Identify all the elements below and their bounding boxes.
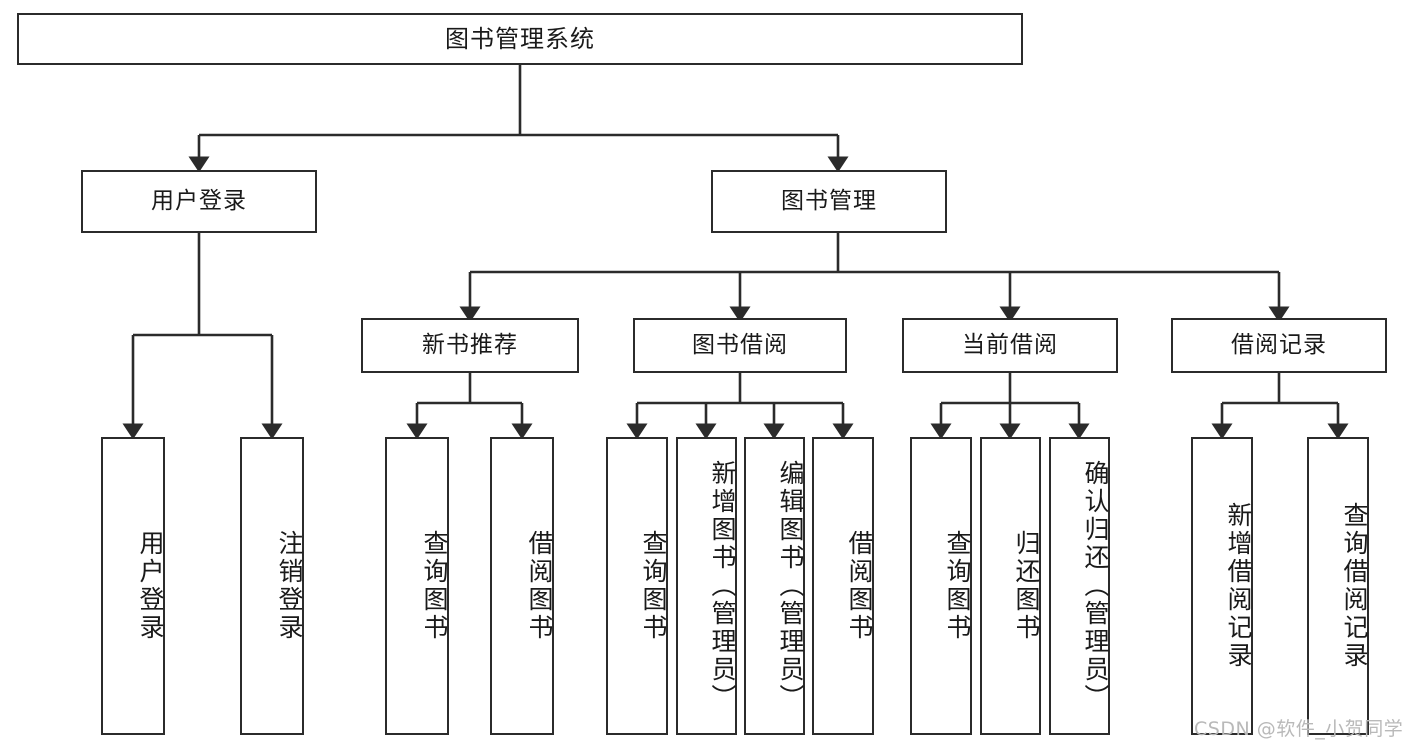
node-label: 编辑图书（管理员） xyxy=(776,460,805,712)
node-label: 查询图书 xyxy=(420,530,449,642)
node-current-borrow[interactable]: 当前借阅 xyxy=(902,318,1118,373)
node-new-book-recommend[interactable]: 新书推荐 xyxy=(361,318,579,373)
node-label: 当前借阅 xyxy=(962,331,1058,358)
node-borrow-record[interactable]: 借阅记录 xyxy=(1171,318,1387,373)
leaf-user-login[interactable]: 用户登录 xyxy=(101,437,165,735)
leaf-query-book-1[interactable]: 查询图书 xyxy=(385,437,449,735)
node-label: 借阅记录 xyxy=(1231,331,1327,358)
leaf-return-book[interactable]: 归还图书 xyxy=(980,437,1041,735)
leaf-user-logout[interactable]: 注销登录 xyxy=(240,437,304,735)
node-label: 用户登录 xyxy=(136,530,165,642)
node-label: 查询图书 xyxy=(639,530,668,642)
leaf-add-record[interactable]: 新增借阅记录 xyxy=(1191,437,1253,735)
node-label: 图书管理 xyxy=(781,187,877,214)
node-book-manage[interactable]: 图书管理 xyxy=(711,170,947,233)
node-user-login[interactable]: 用户登录 xyxy=(81,170,317,233)
node-label: 注销登录 xyxy=(275,530,304,642)
node-label: 查询图书 xyxy=(943,530,972,642)
node-label: 新增图书（管理员） xyxy=(708,460,737,712)
node-label: 查询借阅记录 xyxy=(1340,502,1369,670)
node-root-book-management-system[interactable]: 图书管理系统 xyxy=(17,13,1023,65)
node-label: 借阅图书 xyxy=(525,530,554,642)
leaf-query-book-2[interactable]: 查询图书 xyxy=(606,437,668,735)
node-label: 用户登录 xyxy=(151,187,247,214)
leaf-borrow-book-2[interactable]: 借阅图书 xyxy=(812,437,874,735)
node-label: 新增借阅记录 xyxy=(1224,502,1253,670)
leaf-edit-book[interactable]: 编辑图书（管理员） xyxy=(744,437,805,735)
node-label: 新书推荐 xyxy=(422,331,518,358)
leaf-query-record[interactable]: 查询借阅记录 xyxy=(1307,437,1369,735)
leaf-query-book-3[interactable]: 查询图书 xyxy=(910,437,972,735)
node-label: 确认归还（管理员） xyxy=(1081,460,1110,712)
node-book-borrow[interactable]: 图书借阅 xyxy=(633,318,847,373)
leaf-confirm-return[interactable]: 确认归还（管理员） xyxy=(1049,437,1110,735)
node-label: 借阅图书 xyxy=(845,530,874,642)
node-label: 图书借阅 xyxy=(692,331,788,358)
node-label: 归还图书 xyxy=(1012,530,1041,642)
node-label: 图书管理系统 xyxy=(445,24,595,53)
leaf-add-book[interactable]: 新增图书（管理员） xyxy=(676,437,737,735)
leaf-borrow-book-1[interactable]: 借阅图书 xyxy=(490,437,554,735)
